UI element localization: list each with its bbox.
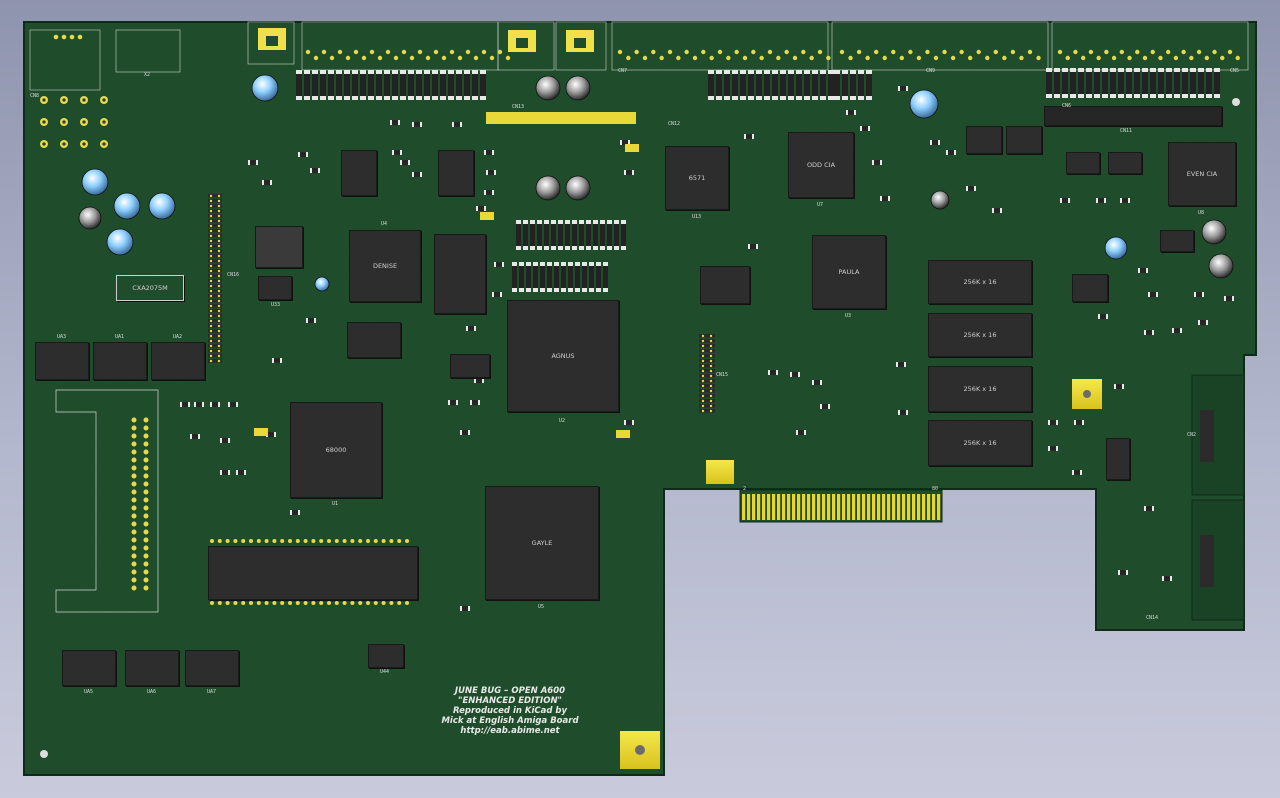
ic-u15[interactable]: [1160, 230, 1194, 252]
gayle-label: GAYLE: [531, 539, 553, 547]
ic-u36[interactable]: [450, 354, 490, 378]
ref-ua7: UA7: [207, 689, 217, 695]
ic-ua3[interactable]: [35, 342, 89, 380]
ref-u5: U5: [538, 604, 545, 610]
video-label: 6571: [688, 174, 706, 182]
ref-edge-left: 2: [743, 486, 747, 492]
silk-line-3: Reproduced in KiCad by: [452, 706, 568, 716]
ref-cn16: CN16: [227, 272, 240, 278]
silkscreen-credits: JUNE BUG – OPEN A600 "ENHANCED EDITION" …: [430, 686, 590, 736]
ref-x2: X2: [144, 72, 151, 78]
ref-cn2: CN2: [1187, 432, 1197, 438]
cpu-68000-chip[interactable]: 68000: [290, 402, 382, 498]
ref-ua1: UA1: [115, 334, 125, 340]
cpu-label: 68000: [325, 446, 347, 454]
joystick-connector-1: [1191, 374, 1245, 496]
ic-u6[interactable]: [208, 546, 418, 600]
ic-u28[interactable]: [966, 126, 1002, 154]
ic-u26[interactable]: [1066, 152, 1100, 174]
crystal-x1[interactable]: [434, 234, 486, 314]
ref-cn11: CN11: [1120, 128, 1133, 134]
ref-cn13: CN13: [512, 104, 525, 110]
ic-ua2[interactable]: [151, 342, 205, 380]
ram-chip-1[interactable]: 256K x 16: [928, 260, 1032, 304]
ref-u33: U33: [271, 302, 281, 308]
odd-cia-chip[interactable]: ODD CIA: [788, 132, 854, 198]
ref-u13: U13: [692, 214, 702, 220]
ic-ua1[interactable]: [93, 342, 147, 380]
ref-cn8: CN8: [30, 93, 40, 99]
ram4-label: 256K x 16: [963, 439, 997, 447]
ic-u33[interactable]: [258, 276, 292, 300]
even-cia-label: EVEN CIA: [1186, 170, 1218, 178]
ic-u5[interactable]: [1072, 274, 1108, 302]
ref-cn5: CN5: [1230, 68, 1240, 74]
silk-line-2: "ENHANCED EDITION": [458, 696, 562, 706]
ref-cn6: CN6: [1062, 103, 1072, 109]
ref-cn14: CN14: [1146, 615, 1159, 621]
ref-ua5: UA5: [84, 689, 94, 695]
ref-u8: U8: [1198, 210, 1205, 216]
ic-u21[interactable]: [347, 322, 401, 358]
encoder-label: CXA2075M: [132, 284, 168, 292]
ref-cn7: CN7: [618, 68, 628, 74]
ref-u1: U1: [332, 501, 339, 507]
ram-chip-3[interactable]: 256K x 16: [928, 366, 1032, 412]
ref-cn9: CN9: [926, 68, 936, 74]
silk-line-5: http://eab.abime.net: [460, 726, 560, 736]
ref-cn15: CN15: [716, 372, 729, 378]
ic-u31[interactable]: [341, 150, 377, 196]
ic-u22[interactable]: [700, 266, 750, 304]
edge-connector: [706, 460, 943, 523]
even-cia-chip[interactable]: EVEN CIA: [1168, 142, 1236, 206]
ram3-label: 256K x 16: [963, 385, 997, 393]
video-6571-chip[interactable]: 6571: [665, 146, 729, 210]
ic-ua6[interactable]: [125, 650, 179, 686]
ref-u7: U7: [817, 202, 824, 208]
silk-line-4: Mick at English Amiga Board: [441, 716, 579, 726]
ic-u29[interactable]: [1006, 126, 1042, 154]
agnus-label: AGNUS: [551, 352, 575, 360]
ref-ua2: UA2: [173, 334, 183, 340]
ic-ua5[interactable]: [62, 650, 116, 686]
encoder-chip[interactable]: CXA2075M: [116, 275, 184, 301]
ref-ua3: UA3: [57, 334, 67, 340]
ref-u2: U2: [559, 418, 566, 424]
connector-cn11[interactable]: [1044, 106, 1222, 126]
ref-edge-right: 80: [932, 486, 939, 492]
ref-u3: U3: [845, 313, 852, 319]
joystick-connector-2: [1191, 499, 1245, 621]
ref-u44: U44: [380, 669, 390, 675]
agnus-chip[interactable]: AGNUS: [507, 300, 619, 412]
ref-u4: U4: [381, 221, 388, 227]
paula-label: PAULA: [838, 268, 860, 276]
ref-cn12: CN12: [668, 121, 681, 127]
denise-chip[interactable]: DENISE: [349, 230, 421, 302]
ic-ua7[interactable]: [185, 650, 239, 686]
ic-u44[interactable]: [368, 644, 404, 668]
odd-cia-label: ODD CIA: [806, 161, 836, 169]
crystal-y451[interactable]: [255, 226, 303, 268]
ic-u32[interactable]: [438, 150, 474, 196]
denise-label: DENISE: [372, 262, 398, 270]
ram2-label: 256K x 16: [963, 331, 997, 339]
ref-ua6: UA6: [147, 689, 157, 695]
ic-u27[interactable]: [1108, 152, 1142, 174]
ram1-label: 256K x 16: [963, 278, 997, 286]
ram-chip-4[interactable]: 256K x 16: [928, 420, 1032, 466]
ic-u14[interactable]: [1106, 438, 1130, 480]
ram-chip-2[interactable]: 256K x 16: [928, 313, 1032, 357]
paula-chip[interactable]: PAULA: [812, 235, 886, 309]
silk-line-1: JUNE BUG – OPEN A600: [454, 686, 566, 696]
gayle-chip[interactable]: GAYLE: [485, 486, 599, 600]
